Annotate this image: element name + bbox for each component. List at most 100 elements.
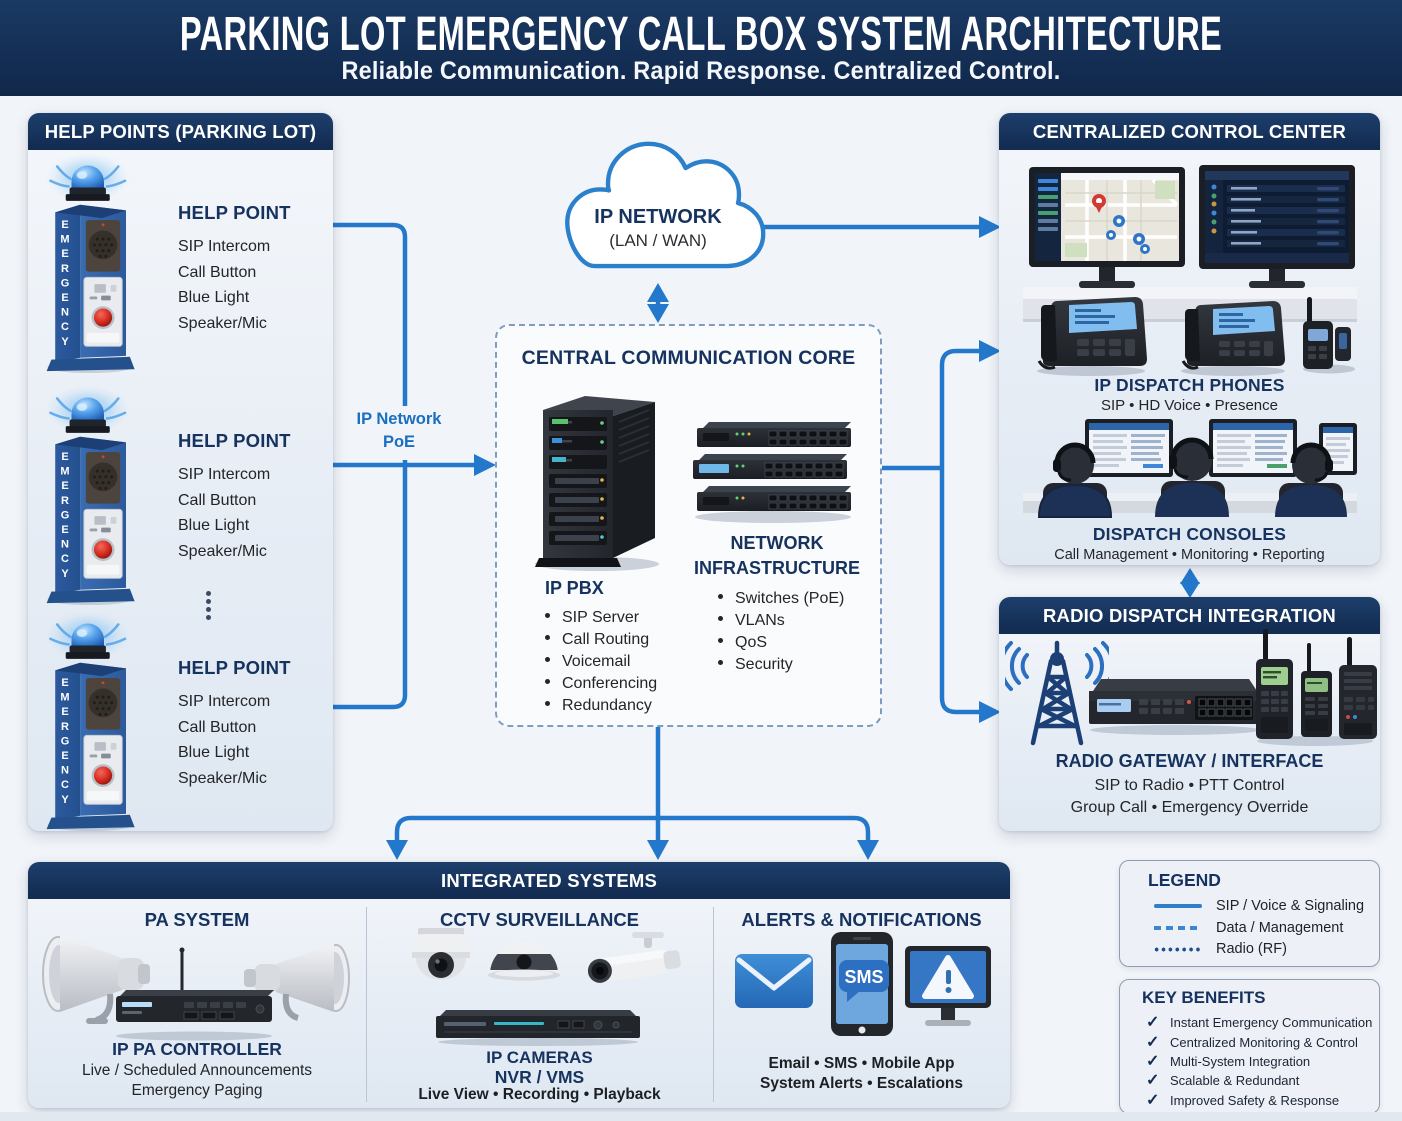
bullet-dot (545, 613, 550, 618)
arrowhead-cc-radio-down (1180, 582, 1200, 598)
bullet-item: Switches (PoE) (718, 590, 867, 608)
check-icon: ✓ (1146, 1014, 1160, 1031)
divider (366, 907, 367, 1102)
pa-system-column: PA SYSTEM (28, 862, 366, 1108)
help-point-feature: Call Button (178, 718, 257, 736)
alerts-title: ALERTS & NOTIFICATIONS (741, 909, 982, 930)
arrowhead-into-controlcenter-mid (979, 340, 1001, 362)
help-points-panel: HELP POINTS (PARKING LOT) (28, 113, 333, 832)
cloud-subtitle: (LAN / WAN) (609, 231, 707, 250)
cctv-line1: Live View • Recording • Playback (418, 1086, 661, 1103)
dispatch-consoles-icon (1023, 419, 1357, 518)
help-point-feature: Blue Light (178, 517, 250, 534)
arrowhead-into-core (474, 454, 496, 476)
emergency-callbox-icon (45, 153, 135, 374)
centralized-control-center-panel: CENTRALIZED CONTROL CENTER (999, 113, 1380, 565)
legend-item-sip: SIP / Voice & Signaling (1154, 898, 1374, 914)
network-infrastructure-title: NETWORK INFRASTRUCTURE (694, 533, 860, 578)
help-point-feature: Speaker/Mic (178, 314, 267, 332)
arrowhead-cloud-core-down (647, 304, 669, 323)
bullet-item: VLANs (718, 612, 867, 630)
bottom-strip (0, 1112, 1402, 1121)
sms-phone-icon: SMS (831, 932, 893, 1036)
check-icon: ✓ (1146, 1092, 1160, 1109)
help-point-info-1: HELP POINT SIP Intercom Call Button Blue… (178, 202, 328, 336)
page-header: PARKING LOT EMERGENCY CALL BOX SYSTEM AR… (0, 0, 1402, 96)
cctv-title: CCTV SURVEILLANCE (439, 909, 640, 930)
sms-bubble-label: SMS (844, 967, 883, 987)
ip-pbx-block: IP PBX SIP Server Call Routing Voicemail… (545, 578, 657, 719)
benefit-item: ✓ Scalable & Redundant (1146, 1072, 1300, 1089)
ellipsis-dot (206, 615, 211, 620)
ellipsis-dot (206, 599, 211, 604)
cctv-cameras-title: IP CAMERAS (486, 1048, 593, 1067)
bullet-dot (718, 660, 723, 665)
line-helppoint1-to-bus (333, 222, 408, 465)
line-rightbus-to-controlcenter (939, 348, 982, 468)
key-benefits-title: KEY BENEFITS (1142, 988, 1266, 1007)
callbox-emergency-label: EMERGENCY (59, 677, 71, 809)
arrowhead-integrated-right (857, 840, 879, 860)
key-benefits-box: KEY BENEFITS ✓ Instant Emergency Communi… (1119, 979, 1380, 1114)
arrowhead-integrated-mid (647, 840, 669, 860)
help-point-callbox-3: EMERGENCY (38, 611, 153, 843)
bullet-item: Redundancy (545, 697, 657, 715)
radio-dispatch-panel: RADIO DISPATCH INTEGRATION (999, 597, 1380, 831)
bullet-item: Security (718, 656, 867, 674)
benefit-item: ✓ Improved Safety & Response (1146, 1092, 1340, 1109)
arrowhead-cc-radio-up (1180, 568, 1200, 584)
help-point-title: HELP POINT (178, 657, 291, 678)
pa-system-icon (42, 936, 350, 1041)
radio-gateway-icon (1089, 679, 1261, 735)
help-points-header: HELP POINTS (PARKING LOT) (28, 113, 333, 150)
bullet-item: Voicemail (545, 653, 657, 671)
divider (713, 907, 714, 1102)
legend-title: LEGEND (1148, 870, 1221, 890)
core-title: CENTRAL COMMUNICATION CORE (521, 347, 856, 369)
benefit-item: ✓ Instant Emergency Communication (1146, 1014, 1373, 1031)
alert-monitor-icon (905, 946, 991, 1026)
help-point-feature: SIP Intercom (178, 466, 271, 483)
ip-phones-icon (1037, 297, 1355, 376)
legend-item-radio: Radio (RF) (1154, 941, 1374, 957)
page-title: PARKING LOT EMERGENCY CALL BOX SYSTEM AR… (179, 8, 1223, 61)
ip-dispatch-phones-subtitle: SIP • HD Voice • Presence (1101, 397, 1278, 414)
ip-network-cloud: IP NETWORK (LAN / WAN) (538, 138, 778, 283)
help-point-feature: SIP Intercom (178, 693, 271, 710)
arrowhead-cloud-core-up (647, 283, 669, 302)
dashed-line-swatch (1154, 925, 1202, 931)
dotted-line-swatch (1154, 946, 1202, 952)
legend-swatch-solid (1154, 903, 1202, 909)
alerts-column: ALERTS & NOTIFICATIONS (713, 862, 1010, 1108)
bullet-item: SIP Server (545, 609, 657, 627)
callbox-emergency-label: EMERGENCY (59, 219, 71, 351)
radio-tower-icon (1005, 640, 1109, 746)
bullet-dot (718, 638, 723, 643)
cctv-column: CCTV SURVEILLANCE (366, 862, 713, 1108)
bullet-item: Conferencing (545, 675, 657, 693)
emergency-callbox-icon (45, 611, 135, 832)
help-point-title: HELP POINT (178, 430, 291, 451)
alerts-line2: System Alerts • Escalations (760, 1075, 963, 1092)
help-point-title: HELP POINT (178, 202, 291, 223)
benefit-item: ✓ Centralized Monitoring & Control (1146, 1034, 1358, 1051)
benefit-item: ✓ Multi-System Integration (1146, 1053, 1311, 1070)
ip-pbx-server-icon (535, 396, 659, 571)
arrowhead-into-radio (979, 701, 1001, 723)
line-integrated-bus (394, 815, 871, 845)
pa-line1: Live / Scheduled Announcements (81, 1062, 313, 1079)
help-point-feature: Speaker/Mic (178, 542, 267, 560)
alerts-line1: Email • SMS • Mobile App (768, 1055, 955, 1072)
arrowhead-into-controlcenter-top (979, 216, 1001, 238)
handheld-radios-icon (1256, 629, 1377, 746)
bullet-dot (545, 657, 550, 662)
legend-swatch-dashed (1154, 925, 1202, 931)
help-point-feature: Blue Light (178, 744, 250, 761)
integrated-systems-header: INTEGRATED SYSTEMS (28, 862, 1010, 899)
more-help-points-ellipsis (206, 591, 212, 623)
line-helppoint3-to-bus (333, 465, 408, 710)
bullet-dot (545, 635, 550, 640)
ellipsis-dot (206, 607, 211, 612)
